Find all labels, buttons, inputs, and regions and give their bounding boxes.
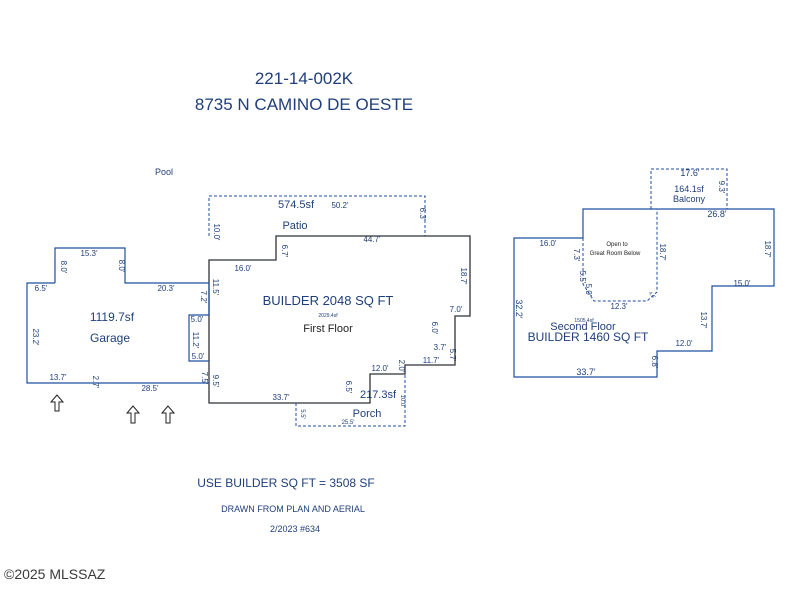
drawn-from-note: DRAWN FROM PLAN AND AERIAL (221, 504, 365, 514)
dim-bottom-117: 11.7' (423, 356, 440, 365)
garage-area: 1119.7sf (90, 310, 135, 324)
garage-dim-right80: 8.0' (117, 260, 126, 273)
pool-label: Pool (155, 167, 173, 177)
sf-dim-open50: 5.0' (584, 284, 593, 297)
dim-porch-right: 10.0' (399, 395, 405, 408)
patio-dim-left: 10.0' (212, 223, 221, 241)
first-floor-outline (208, 235, 471, 404)
dim-porch-65: 6.5' (344, 381, 353, 394)
garage-dim-r112: 11.2' (191, 332, 200, 349)
use-builder-note: USE BUILDER SQ FT = 3508 SF (197, 476, 375, 490)
copyright-watermark: ©2025 MLSSAZ (4, 566, 106, 582)
sf-dim-r150: 15.0' (733, 279, 751, 288)
sf-dim-top268: 26.8' (707, 209, 727, 219)
parcel-number: 221-14-002K (255, 69, 354, 88)
garage-dim-left232: 23.2' (31, 328, 40, 346)
balcony-label: Balcony (673, 194, 706, 204)
patio-outline (208, 195, 426, 236)
balcony-dim-top: 17.6' (680, 168, 700, 178)
sf-dim-r137: 13.7' (699, 311, 708, 329)
sf-dim-b337: 33.7' (576, 367, 596, 377)
dim-porch-left: 5.5' (299, 409, 305, 419)
open-to-label: Open to (606, 242, 628, 248)
dim-inner-160: 16.0' (234, 264, 252, 273)
garage-dim-side65: 6.5' (35, 284, 48, 293)
entry-arrow-icon (49, 394, 65, 412)
garage-dim-left80: 8.0' (59, 261, 68, 274)
garage-label: Garage (90, 331, 130, 345)
dim-top-447: 44.7' (363, 235, 381, 244)
dim-bottom-337: 33.7' (272, 393, 290, 402)
garage-dim-top203: 20.3' (157, 284, 175, 293)
balcony-area: 164.1sf (674, 184, 704, 194)
sf-dim-right187: 18.7' (763, 240, 772, 258)
sf-dim-open55: 5.5' (578, 271, 587, 284)
patio-area: 574.5sf (278, 199, 315, 211)
porch-label: Porch (353, 408, 382, 420)
great-room-label: Great Room Below (590, 251, 641, 257)
dim-step-60: 6.0' (430, 322, 439, 335)
garage-dim-r50b: 5.0' (192, 352, 205, 361)
builder-second-floor: BUILDER 1460 SQ FT (528, 330, 649, 344)
second-floor-small-area: 1505.4sf (574, 318, 594, 324)
first-floor-small-area: 2029.4sf (318, 313, 338, 319)
garage-door-arrow-icon (160, 405, 176, 424)
patio-dim-right: 6.3' (418, 208, 427, 221)
dim-step-57: 5.7' (448, 349, 457, 362)
sf-dim-open44: 4.4' (647, 290, 657, 300)
garage-door-arrow-icon (125, 405, 141, 424)
property-address: 8735 N CAMINO DE OESTE (195, 95, 413, 114)
sf-dim-left322: 32.2' (514, 299, 524, 319)
garage-dim-bot285: 28.5' (141, 384, 159, 393)
dim-step-70: 7.0' (450, 305, 463, 314)
garage-outline (26, 247, 210, 384)
garage-dim-r75: 7.5' (200, 372, 209, 385)
second-floor-outline (513, 208, 775, 378)
sf-dim-b68: 6.8' (650, 356, 659, 369)
balcony-dim-right: 9.3' (717, 181, 726, 194)
dim-inner-115: 11.5' (211, 279, 220, 296)
dim-inner-72: 7.2' (199, 291, 208, 304)
open-to-below-outline (582, 209, 658, 302)
dim-step-37: 3.7' (434, 343, 447, 352)
sf-dim-left160: 16.0' (539, 239, 557, 248)
sf-dim-open73: 7.3' (572, 249, 581, 262)
sf-dim-open187: 18.7' (658, 243, 667, 261)
sf-dim-open123: 12.3' (610, 302, 628, 311)
first-floor-label: First Floor (303, 323, 353, 335)
balcony-outline (650, 168, 728, 209)
porch-area: 217.3sf (360, 389, 397, 401)
patio-dim-top: 50.2' (331, 201, 349, 210)
porch-outline (295, 374, 406, 427)
garage-dim-r95: 9.5' (211, 375, 220, 388)
sf-dim-b120: 12.0' (675, 339, 693, 348)
dim-porch-bottom: 25.5' (342, 420, 355, 426)
garage-dim-r50a: 5.0' (191, 315, 204, 324)
date-note: 2/2023 #634 (270, 524, 320, 534)
garage-dim-top: 15.3' (80, 249, 98, 258)
builder-first-floor: BUILDER 2048 SQ FT (263, 293, 394, 308)
second-floor-label: Second Floor (550, 321, 616, 333)
dim-right-187: 18.7' (459, 267, 468, 285)
dim-bottom-120: 12.0' (371, 364, 389, 373)
dim-inner-67: 6.7' (280, 245, 289, 258)
dim-bottom-20: 2.0' (397, 360, 406, 373)
garage-dim-bot27: 2.7' (91, 376, 100, 389)
garage-dim-bot137: 13.7' (49, 373, 67, 382)
patio-label: Patio (282, 220, 307, 232)
